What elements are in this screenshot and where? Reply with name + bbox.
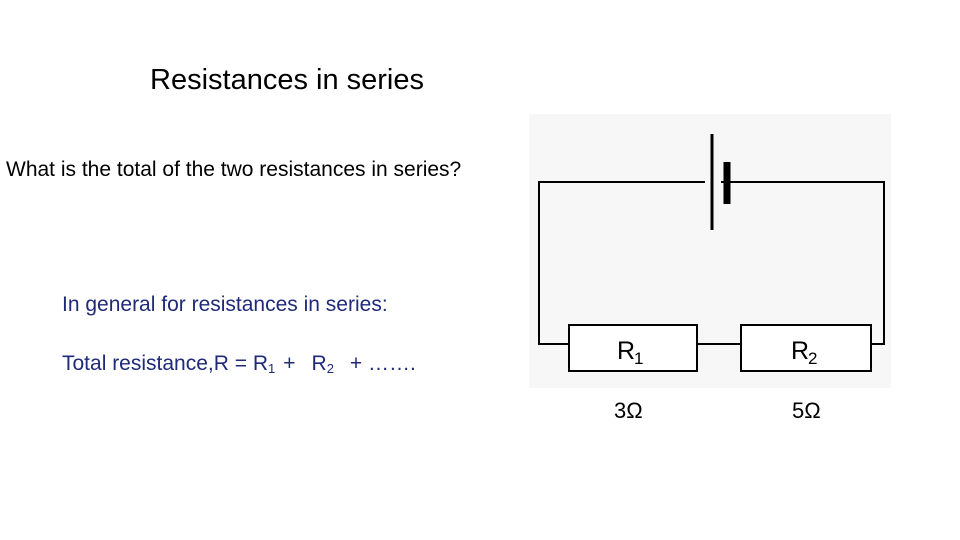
formula-prefix: Total resistance,R = R bbox=[62, 352, 269, 375]
general-rule-text: In general for resistances in series: bbox=[62, 293, 388, 316]
wire-left bbox=[538, 181, 712, 345]
formula-sub-1: 1 bbox=[268, 361, 276, 376]
resistor-r2: R 2 bbox=[740, 324, 872, 372]
formula-plus: + bbox=[283, 352, 296, 375]
resistor-r1-label: R bbox=[617, 337, 635, 365]
resistor-r1-value: 3Ω bbox=[614, 398, 643, 423]
series-formula: Total resistance,R = R1 + R2 + ……. bbox=[62, 352, 416, 376]
battery-cell-icon bbox=[710, 134, 731, 230]
formula-suffix: + ……. bbox=[349, 352, 416, 375]
wire-right bbox=[712, 181, 885, 345]
resistor-r2-value: 5Ω bbox=[792, 398, 821, 423]
series-circuit-diagram: R 1 R 2 bbox=[529, 114, 891, 388]
resistor-r2-label: R bbox=[791, 337, 809, 365]
question-text: What is the total of the two resistances… bbox=[6, 158, 462, 181]
resistor-r1-sub: 1 bbox=[634, 349, 643, 368]
resistor-r2-sub: 2 bbox=[808, 349, 817, 368]
resistor-r1: R 1 bbox=[568, 324, 698, 372]
formula-r2: R bbox=[311, 352, 327, 375]
slide-title: Resistances in series bbox=[150, 64, 424, 96]
formula-sub-2: 2 bbox=[326, 361, 334, 376]
